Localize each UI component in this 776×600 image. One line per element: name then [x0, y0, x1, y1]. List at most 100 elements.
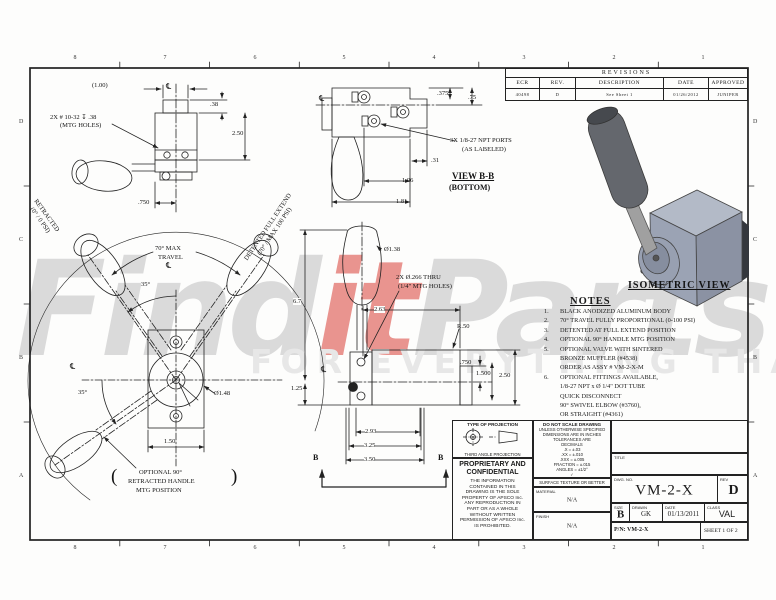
- dim-label: (MTG HOLES): [60, 122, 102, 129]
- notes-block: NOTES 1.BLACK ANODIZED ALUMINUM BODY 2.7…: [542, 296, 764, 420]
- zone-col: 4: [432, 55, 436, 61]
- dim-label: 1.25: [291, 385, 303, 392]
- dim-label: 2.93: [365, 428, 377, 435]
- proprietary-box: PROPRIETARY AND CONFIDENTIAL THE INFORMA…: [452, 458, 533, 540]
- dim-label: (1/4" MTG HOLES): [398, 283, 452, 290]
- paren-left: (: [111, 466, 118, 487]
- dwg-no-cell: DWG. NO. VM-2-X: [612, 476, 718, 502]
- pn-cell: P/N: VM-2-X: [612, 523, 701, 539]
- centerline-symbol: ℄: [70, 362, 76, 371]
- note-number: 3.: [544, 326, 549, 334]
- revisions-header: DATE: [664, 78, 709, 89]
- title-label: TITLE: [614, 455, 625, 460]
- optional-mtg-line3: MTG POSITION: [136, 487, 182, 494]
- revision-date: 01/26/2012: [664, 89, 709, 100]
- revision-rev: D: [540, 89, 576, 100]
- sheet-cell: SHEET 1 OF 2: [701, 523, 747, 539]
- zone-row: D: [19, 119, 24, 125]
- proprietary-line: CONTAINED IN THIS: [469, 484, 516, 490]
- zone-col: 2: [612, 545, 616, 551]
- proprietary-line: PERMISSION OF APSCO Inc.: [459, 518, 526, 524]
- class-value: VAL: [718, 508, 736, 519]
- proprietary-line: WITHOUT WRITTEN: [469, 512, 516, 518]
- revisions-header: REV.: [540, 78, 576, 89]
- proprietary-line: IS PROHIBITED.: [474, 523, 511, 529]
- dim-label: 70° MAX: [155, 245, 181, 252]
- note-item: 4.OPTIONAL 90° HANDLE MTG POSITION: [542, 335, 764, 344]
- view-bb-title: VIEW B-B: [452, 171, 495, 181]
- centerline-symbol: ℄: [319, 94, 325, 103]
- pn-value: P/N: VM-2-X: [614, 527, 649, 533]
- dim-label: 2.50: [499, 372, 511, 379]
- third-angle-projection-icon: [463, 428, 518, 446]
- finish-value: N/A: [566, 523, 578, 530]
- note-number: [542, 354, 560, 363]
- proprietary-title1: PROPRIETARY AND: [459, 461, 526, 468]
- dwg-no-label: DWG. NO.: [614, 477, 634, 482]
- dim-label: 3X 1/8-27 NPT PORTS: [450, 137, 512, 144]
- note-number: 5.: [544, 345, 549, 353]
- note-item: 2.70° TRAVEL FULLY PROPORTIONAL (0-100 P…: [542, 316, 764, 325]
- dim-label: 35°: [78, 389, 88, 396]
- tolerance-line: .X = ±.03: [563, 447, 581, 452]
- centerline-symbol: ℄: [321, 365, 327, 374]
- view-bb-subtitle: (BOTTOM): [449, 183, 491, 192]
- notes-title: NOTES: [570, 296, 611, 307]
- proprietary-line: PART OR AS A WHOLE: [466, 506, 519, 512]
- note-text: OPTIONAL VALVE WITH SINTERED: [560, 345, 663, 353]
- note-item: 1/8-27 NPT x Ø 1/4" DOT TUBE: [542, 382, 764, 391]
- note-item: 1.BLACK ANODIZED ALUMINUM BODY: [542, 307, 764, 316]
- note-text: OPTIONAL FITTINGS AVAILABLE,: [560, 373, 659, 381]
- note-text: ORDER AS ASSY # VM-2-X-M: [560, 364, 644, 372]
- note-text: QUICK DISCONNECT: [560, 392, 622, 400]
- drawn-cell: DRAWN GK: [630, 504, 663, 521]
- tolerance-line: DECIMALS: [561, 442, 583, 447]
- tolerance-box: DO NOT SCALE DRAWING UNLESS OTHERWISE SP…: [533, 420, 611, 478]
- class-cell: CLASS VAL: [705, 504, 747, 521]
- zone-col: 2: [612, 55, 616, 61]
- date-value: 01/13/2011: [667, 509, 700, 518]
- dim-label: (AS LABELED): [462, 146, 506, 153]
- note-item: QUICK DISCONNECT: [542, 392, 764, 401]
- zone-col: 7: [163, 55, 167, 61]
- dim-label: Ø1.48: [214, 390, 231, 397]
- note-number: [542, 392, 560, 401]
- note-number: [542, 410, 560, 419]
- rev-value: D: [728, 482, 739, 498]
- note-text: OPTIONAL 90° HANDLE MTG POSITION: [560, 336, 675, 344]
- zone-col: 6: [253, 545, 257, 551]
- sheet-value: SHEET 1 OF 2: [704, 528, 738, 534]
- dim-label: .38: [210, 101, 219, 108]
- note-text: 1/8-27 NPT x Ø 1/4" DOT TUBE: [560, 383, 646, 391]
- zone-row: A: [753, 473, 758, 479]
- dim-label: 35°: [141, 281, 151, 288]
- isometric-render: [586, 106, 749, 307]
- dim-label: (1.00): [92, 82, 108, 89]
- title-upper-box: [611, 420, 748, 453]
- material-label: MATERIAL: [536, 489, 556, 494]
- tolerance-line: DIMENSIONS ARE IN INCHES: [542, 432, 602, 437]
- proprietary-line: ANY REPRODUCTION IN: [464, 501, 521, 507]
- zone-col: 3: [522, 55, 526, 61]
- date-cell: DATE 01/13/2011: [663, 504, 705, 521]
- zone-col: 3: [522, 545, 526, 551]
- note-item: OR STRAIGHT (#4361): [542, 410, 764, 419]
- surface-finish-icon: ✓: [570, 472, 574, 477]
- tolerance-line: .XXX = ±.005: [559, 457, 585, 462]
- dim-label: 2X Ø.266 THRU: [396, 274, 441, 281]
- revisions-table: REVISIONS ECR REV. DESCRIPTION DATE APPR…: [505, 68, 748, 101]
- note-item: 90° SWIVEL ELBOW (#3760),: [542, 401, 764, 410]
- tolerance-header: DO NOT SCALE DRAWING: [542, 422, 602, 427]
- revision-ecr: 40498: [506, 89, 540, 100]
- zone-row: B: [19, 355, 24, 361]
- revision-description: See Sheet 1: [576, 89, 664, 100]
- finish-box: FINISH N/A: [533, 512, 611, 540]
- zone-col: 6: [253, 55, 257, 61]
- title-box: TITLE: [611, 453, 748, 475]
- projection-caption: THIRD ANGLE PROJECTION: [464, 452, 521, 457]
- note-item: BRONZE MUFFLER (#4538): [542, 354, 764, 363]
- note-item: 5. OPTIONAL VALVE WITH SINTERED: [542, 345, 764, 354]
- tolerance-line: ANGLES = ±1/2°: [556, 467, 588, 472]
